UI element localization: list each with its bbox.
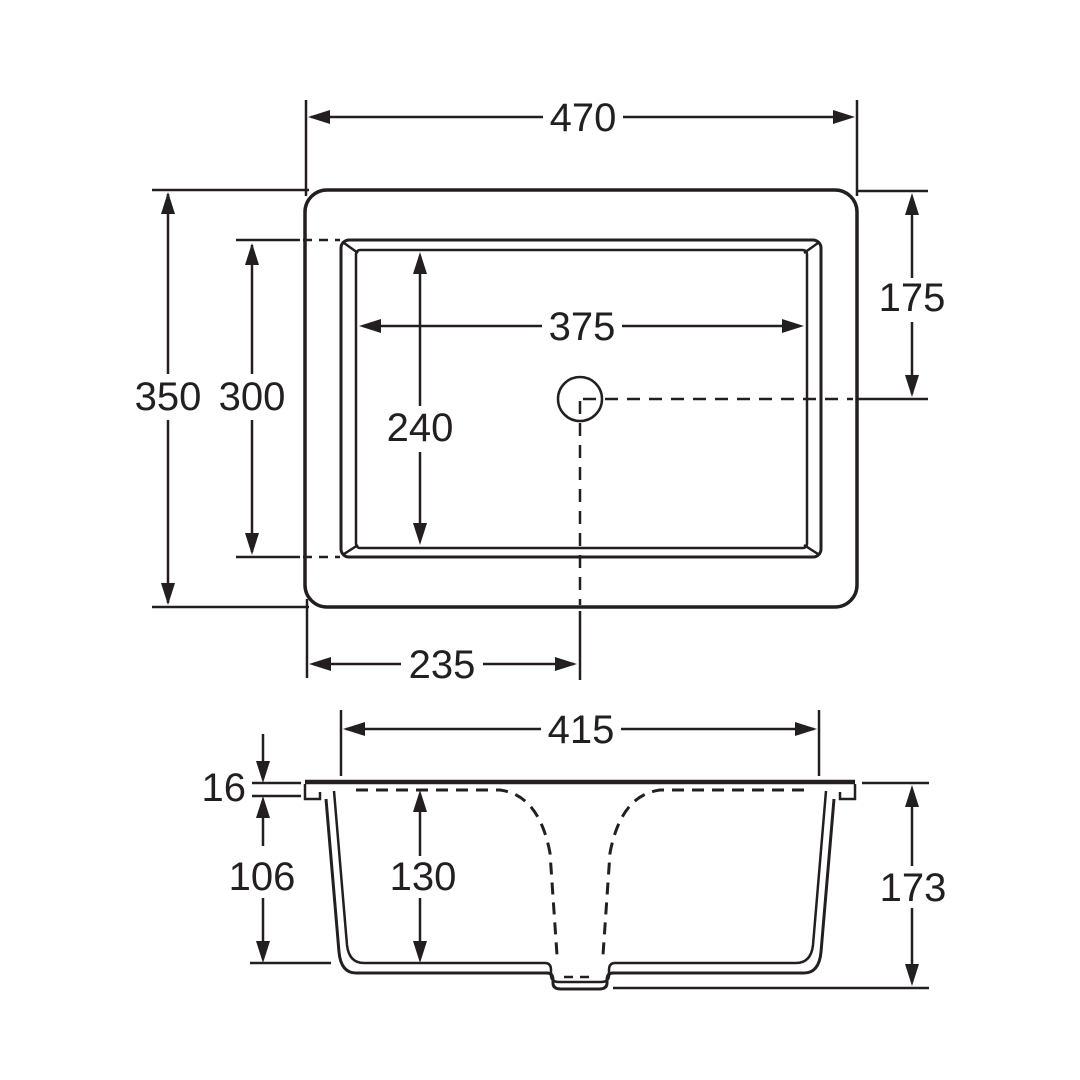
dim-106-label: 106 xyxy=(229,855,296,899)
dim-130: 130 xyxy=(390,790,457,963)
dim-130-label: 130 xyxy=(390,855,457,899)
dim-235: 235 xyxy=(305,599,582,687)
rim-corner-chamfer xyxy=(803,241,819,255)
arrowhead xyxy=(905,193,919,215)
dim-470: 470 xyxy=(304,96,859,196)
arrowhead xyxy=(905,375,919,397)
plan-view xyxy=(303,188,859,609)
arrowhead xyxy=(833,110,855,124)
drain-hole xyxy=(556,375,604,423)
dim-235-label: 235 xyxy=(409,643,476,687)
arrowhead xyxy=(905,964,919,986)
arrowhead xyxy=(245,243,259,265)
dim-415-label: 415 xyxy=(548,708,615,752)
dim-375-label: 375 xyxy=(549,305,616,349)
dim-16-label: 16 xyxy=(202,766,247,810)
section-lip-left xyxy=(303,784,322,801)
rim-corner-chamfer xyxy=(343,241,359,255)
section-lip-right xyxy=(838,784,857,801)
dim-240-label: 240 xyxy=(387,406,454,450)
dim-375: 375 xyxy=(359,305,804,349)
dim-350-label: 350 xyxy=(135,375,202,419)
dim-106: 106 xyxy=(229,855,331,965)
arrowhead xyxy=(343,722,365,736)
arrowhead xyxy=(161,583,175,605)
hidden-drain-slope-left xyxy=(356,788,559,956)
dim-300-label: 300 xyxy=(219,375,286,419)
hidden-drain-slope-right xyxy=(601,788,804,956)
rim-corner-chamfer xyxy=(803,543,819,556)
arrowhead xyxy=(256,796,270,818)
arrowhead xyxy=(413,523,427,545)
dim-350: 350 xyxy=(135,188,309,609)
rim-corner-chamfer xyxy=(343,543,359,556)
dim-415: 415 xyxy=(339,708,821,776)
arrowhead xyxy=(245,533,259,555)
dim-300: 300 xyxy=(219,238,340,559)
arrowhead xyxy=(359,319,381,333)
arrowhead xyxy=(413,941,427,963)
dim-175: 175 xyxy=(856,189,946,401)
arrowhead xyxy=(413,790,427,812)
arrowhead xyxy=(782,319,804,333)
dim-470-label: 470 xyxy=(550,96,617,140)
section-outer-profile xyxy=(324,798,836,991)
dim-175-label: 175 xyxy=(879,276,946,320)
section-view xyxy=(303,779,857,991)
arrowhead xyxy=(308,110,330,124)
arrowhead xyxy=(256,941,270,963)
arrowhead xyxy=(795,722,817,736)
arrowhead xyxy=(161,192,175,214)
dim-173-label: 173 xyxy=(880,866,947,910)
arrowhead xyxy=(555,657,577,671)
section-inner-profile xyxy=(332,790,828,984)
dim-173: 173 xyxy=(613,781,947,990)
dim-240: 240 xyxy=(387,252,454,545)
dim-16: 16 xyxy=(202,734,301,846)
arrowhead xyxy=(413,252,427,274)
arrowhead xyxy=(905,785,919,807)
arrowhead xyxy=(309,657,331,671)
arrowhead xyxy=(256,761,270,783)
